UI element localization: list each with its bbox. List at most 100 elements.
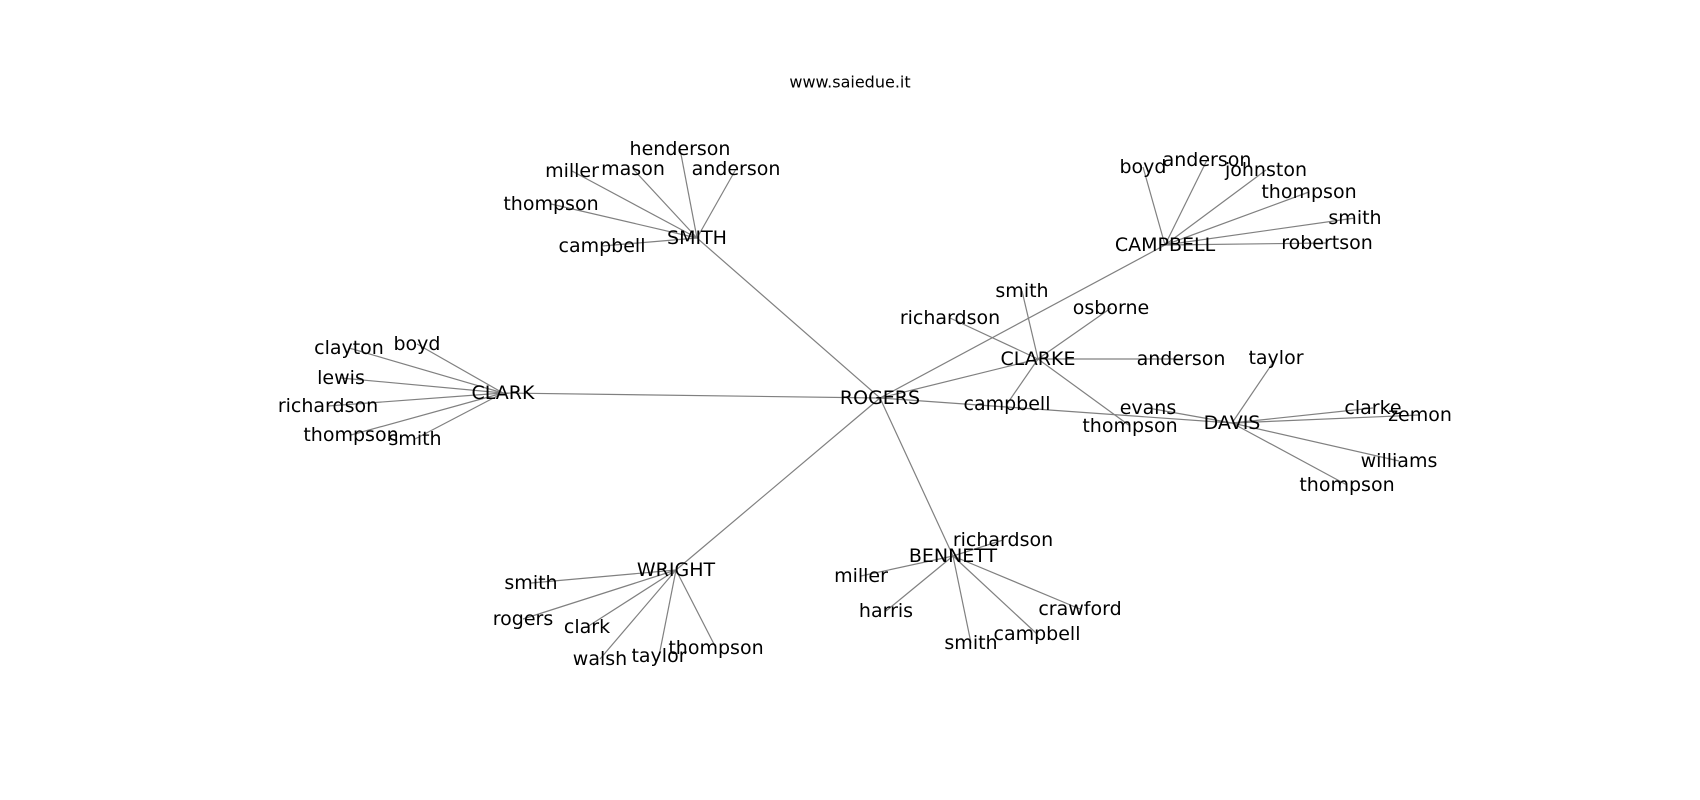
edge-davis_hub-davis_thompson — [1231, 422, 1348, 486]
edge-rogers-bennett_hub — [879, 397, 954, 557]
node-label-smith-hub: SMITH — [667, 227, 727, 249]
node-label-davis-clarke: clarke — [1344, 397, 1401, 419]
edge-clarke_hub-clarke_osborne — [1037, 307, 1112, 360]
node-label-campbell-anderson: anderson — [1163, 149, 1252, 171]
node-label-clark-lewis: lewis — [317, 367, 365, 389]
edge-smith_hub-smith_mason — [632, 168, 698, 239]
node-label-smith-campbell: campbell — [559, 235, 646, 257]
edge-campbell_hub-campbell_robertson — [1164, 242, 1328, 246]
edge-campbell_hub-campbell_thompson — [1164, 191, 1310, 246]
edge-smith_hub-smith_henderson — [679, 148, 698, 239]
edge-clark_hub-clark_boyd — [416, 343, 504, 394]
edge-smith_hub-smith_thompson — [550, 203, 698, 239]
edge-clark_hub-clark_lewis — [340, 377, 504, 394]
edge-clarke_hub-clarke_thompson — [1037, 358, 1131, 427]
node-label-davis-taylor: taylor — [1248, 347, 1303, 369]
edge-bennett_hub-bennett_harris — [885, 555, 954, 612]
node-label-davis-williams: williams — [1361, 450, 1438, 472]
node-label-clarke-smith: smith — [995, 280, 1048, 302]
node-label-wright-hub: WRIGHT — [637, 559, 716, 581]
node-label-bennett-miller: miller — [834, 565, 888, 587]
edge-bennett_hub-bennett_crawford — [952, 555, 1081, 610]
edge-wright_hub-wright_clark — [586, 569, 677, 628]
node-label-wright-smith: smith — [504, 572, 557, 594]
edge-rogers-clark_hub — [502, 392, 881, 399]
node-label-bennett-crawford: crawford — [1038, 598, 1121, 620]
edge-clarke_hub-clarke_campbell — [1006, 358, 1039, 405]
edge-clarke_hub-clarke_richardson — [949, 317, 1039, 360]
node-label-bennett-smith: smith — [944, 632, 997, 654]
watermark-url: www.saiedue.it — [789, 73, 910, 92]
node-label-bennett-hub: BENNETT — [909, 545, 998, 567]
edge-campbell_hub-campbell_smith — [1164, 217, 1356, 246]
node-label-clark-hub: CLARK — [472, 382, 535, 404]
node-label-davis-hub: DAVIS — [1204, 412, 1261, 434]
node-label-campbell-robertson: robertson — [1281, 232, 1373, 254]
node-label-davis-zemon: zemon — [1388, 404, 1452, 426]
node-label-clarke-thompson: thompson — [1082, 415, 1177, 437]
edge-campbell_hub-campbell_johnston — [1164, 169, 1267, 246]
node-label-smith-miller: miller — [545, 160, 599, 182]
node-label-bennett-richardson: richardson — [953, 529, 1053, 551]
node-label-wright-rogers: rogers — [493, 608, 553, 630]
edge-campbell_hub-campbell_boyd — [1142, 166, 1166, 246]
node-label-smith-anderson: anderson — [692, 158, 781, 180]
edge-rogers-davis_hub — [879, 397, 1233, 424]
edge-rogers-campbell_hub — [879, 244, 1166, 399]
edge-wright_hub-wright_walsh — [599, 569, 677, 660]
edge-rogers-wright_hub — [675, 397, 881, 571]
node-label-clarke-campbell: campbell — [964, 393, 1051, 415]
node-label-smith-henderson: henderson — [630, 138, 731, 160]
graph-edges — [327, 148, 1421, 660]
node-label-clark-thompson: thompson — [303, 424, 398, 446]
edge-davis_hub-davis_clarke — [1231, 407, 1374, 424]
edge-wright_hub-wright_taylor — [658, 569, 677, 657]
edge-davis_hub-davis_taylor — [1231, 357, 1277, 424]
node-label-campbell-hub: CAMPBELL — [1115, 234, 1216, 256]
node-label-clarke-hub: CLARKE — [1001, 348, 1076, 370]
node-label-rogers: ROGERS — [840, 387, 920, 409]
node-label-clark-smith: smith — [388, 428, 441, 450]
node-label-davis-evans: evans — [1120, 397, 1177, 419]
node-label-wright-taylor: taylor — [631, 645, 686, 667]
edge-clark_hub-clark_smith — [414, 392, 504, 440]
node-label-clarke-osborne: osborne — [1073, 297, 1149, 319]
edge-bennett_hub-bennett_richardson — [952, 539, 1004, 557]
edge-clark_hub-clark_richardson — [327, 392, 504, 407]
node-label-wright-thompson: thompson — [668, 637, 763, 659]
node-label-bennett-campbell: campbell — [994, 623, 1081, 645]
node-label-clark-clayton: clayton — [314, 337, 384, 359]
node-label-clarke-anderson: anderson — [1137, 348, 1226, 370]
edge-wright_hub-wright_thompson — [675, 569, 717, 649]
edge-smith_hub-smith_campbell — [601, 237, 698, 247]
edge-rogers-smith_hub — [696, 237, 881, 399]
node-label-bennett-harris: harris — [859, 600, 913, 622]
edge-davis_hub-davis_williams — [1231, 422, 1400, 462]
node-label-davis-thompson: thompson — [1299, 474, 1394, 496]
node-label-clarke-richardson: richardson — [900, 307, 1000, 329]
node-label-campbell-thompson: thompson — [1261, 181, 1356, 203]
node-label-wright-clark: clark — [564, 616, 610, 638]
edge-davis_hub-davis_evans — [1147, 407, 1233, 424]
edge-smith_hub-smith_anderson — [696, 168, 737, 239]
edge-clarke_hub-clarke_smith — [1021, 290, 1039, 360]
node-label-campbell-johnston: johnston — [1224, 159, 1307, 181]
node-label-campbell-smith: smith — [1328, 207, 1381, 229]
edge-bennett_hub-bennett_smith — [952, 555, 972, 644]
edge-wright_hub-wright_rogers — [522, 569, 677, 620]
edge-clark_hub-clark_clayton — [348, 347, 504, 394]
edge-campbell_hub-campbell_anderson — [1164, 159, 1208, 246]
node-label-clark-richardson: richardson — [278, 395, 378, 417]
node-label-clark-boyd: boyd — [394, 333, 441, 355]
edge-smith_hub-smith_miller — [571, 170, 698, 239]
edge-wright_hub-wright_smith — [530, 569, 677, 584]
node-label-smith-thompson: thompson — [503, 193, 598, 215]
node-label-campbell-boyd: boyd — [1120, 156, 1167, 178]
edge-bennett_hub-bennett_campbell — [952, 555, 1038, 635]
node-label-smith-mason: mason — [601, 158, 665, 180]
node-label-wright-walsh: walsh — [573, 648, 627, 670]
edge-davis_hub-davis_zemon — [1231, 414, 1421, 424]
edge-rogers-clarke_hub — [879, 358, 1039, 399]
graph-node-labels: ROGERS SMITH CLARK WRIGHT BENNETT CLARKE CAMPB… — [278, 138, 1452, 670]
